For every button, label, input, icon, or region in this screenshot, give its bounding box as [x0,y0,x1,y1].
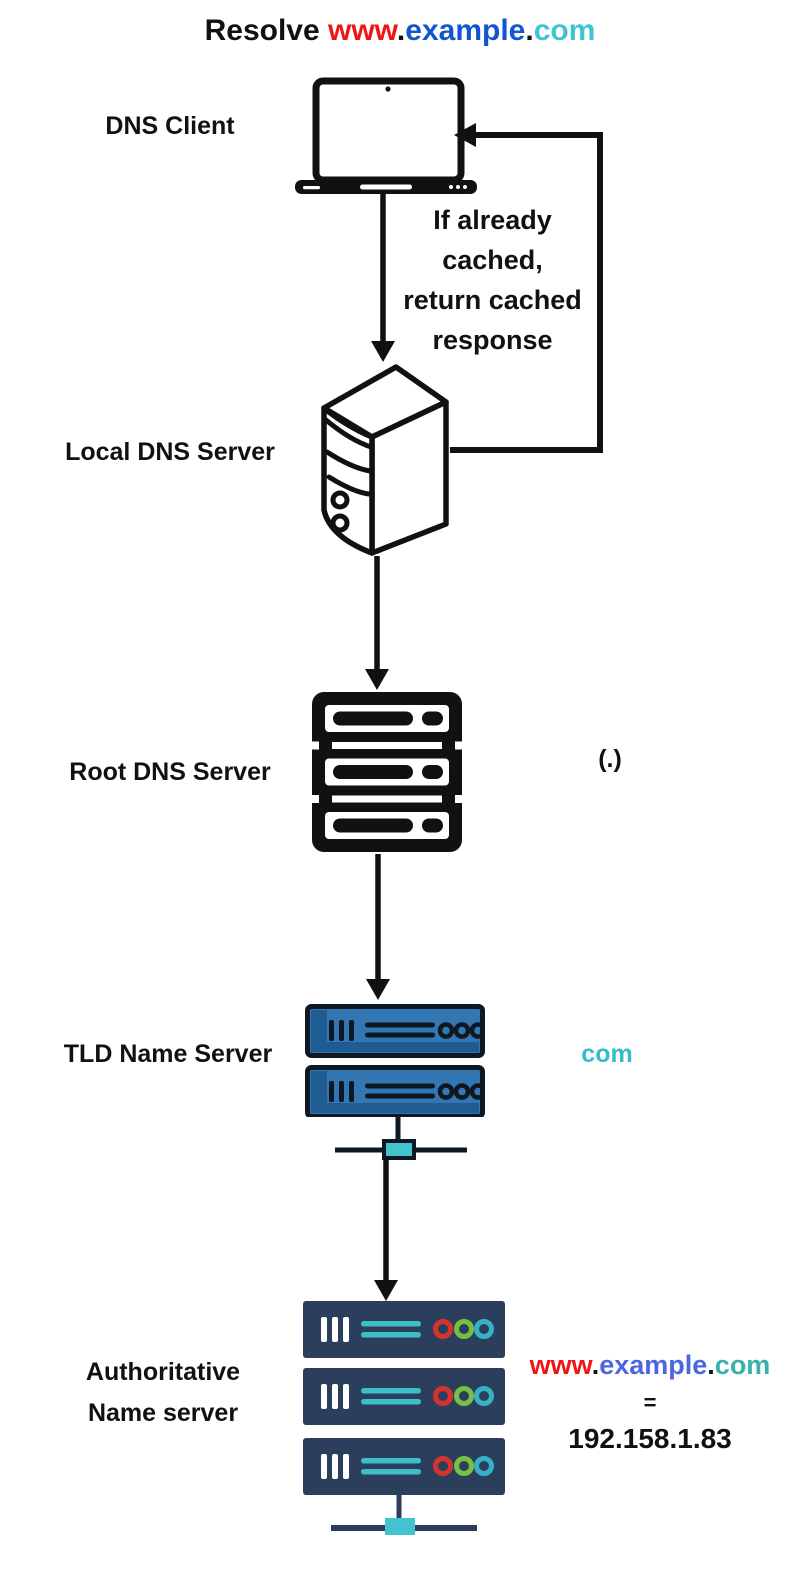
cached-note-line: cached, [442,245,543,275]
result-domain: www.example.com [500,1350,800,1380]
arrow-client-to-local [371,192,395,362]
auth-label-line1: Authoritative [85,1358,241,1386]
result-example: example [599,1350,708,1380]
return-arrow [450,123,603,453]
result-www: www [529,1350,592,1380]
auth-label: Authoritative Name server [33,1352,293,1434]
cached-note-line: If already [433,205,552,235]
title-resolve: Resolve [204,14,329,47]
laptop-icon [295,77,477,194]
tld-annotation: com [581,1040,633,1068]
title-dot2: . [525,14,534,47]
auth-label-line2: Name server [87,1399,239,1427]
result-com: com [714,1350,771,1380]
result-ip: 192.158.1.83 [568,1423,732,1454]
auth-rack-icon [303,1301,505,1495]
tower-server-icon [321,364,449,556]
tld-network-hub-icon [335,1115,467,1160]
page-title: Resolve www.example.com [0,14,800,48]
title-dot1: . [396,14,406,47]
arrow-root-to-tld [366,854,390,1000]
cached-note-line: return cached [403,285,582,315]
root-rack-icon [312,692,462,852]
tld-rack-icon [305,1004,485,1117]
arrow-local-to-root [365,556,389,690]
tld-label: TLD Name Server [63,1040,273,1068]
title-www: www [328,14,397,47]
local-dns-label: Local DNS Server [65,438,275,466]
auth-network-hub-icon [331,1494,477,1535]
title-example: example [405,14,526,47]
root-annotation: (.) [598,745,622,773]
result-dot1: . [591,1350,600,1380]
arrow-tld-to-auth [374,1158,398,1301]
resolution-result: www.example.com = 192.158.1.83 [500,1350,800,1454]
cached-note: If already cached, return cached respons… [385,200,600,360]
cached-note-line: response [432,325,553,355]
dns-client-label: DNS Client [105,112,235,140]
result-equals: = [643,1390,657,1415]
root-dns-label: Root DNS Server [69,758,271,786]
title-com: com [533,14,596,47]
result-dot2: . [707,1350,715,1380]
